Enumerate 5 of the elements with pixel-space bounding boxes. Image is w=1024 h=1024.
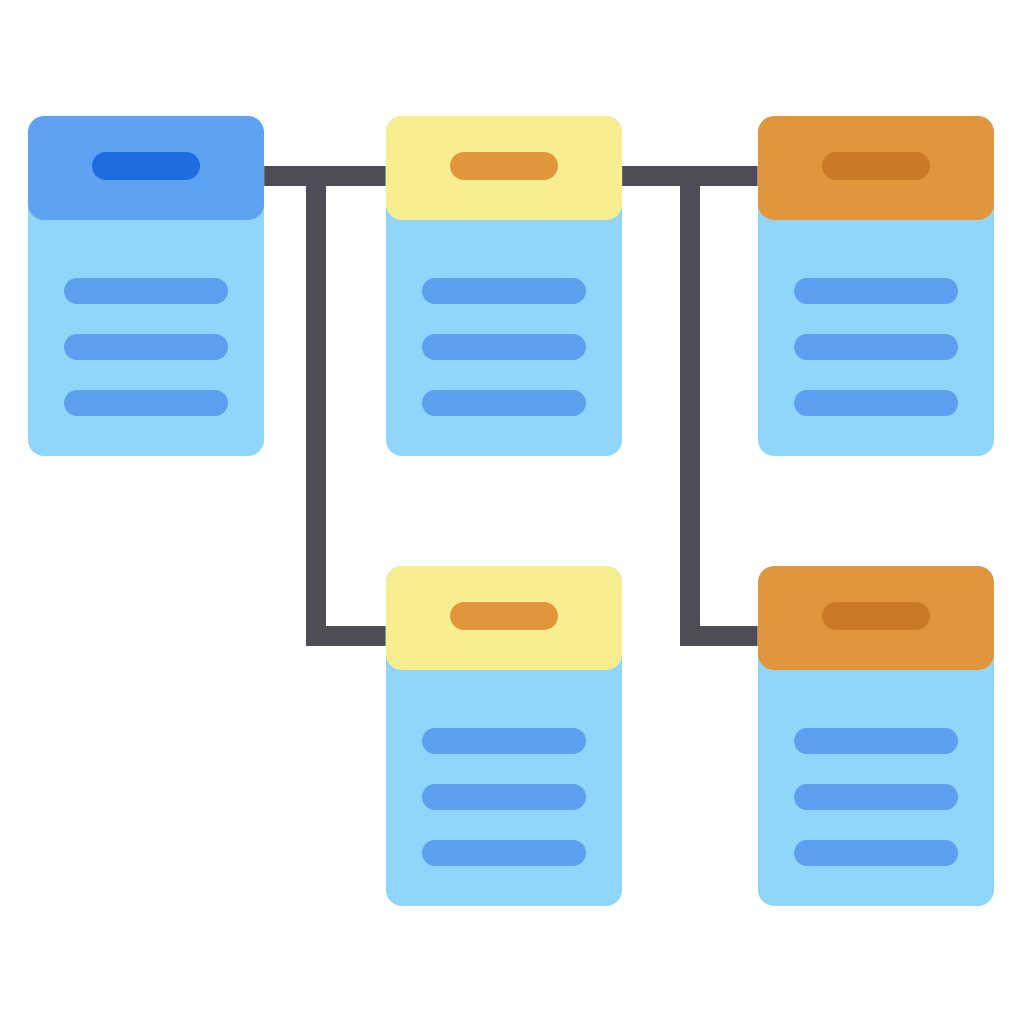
card (758, 116, 994, 456)
card (386, 116, 622, 456)
card (758, 566, 994, 906)
card (28, 116, 264, 456)
card (386, 566, 622, 906)
